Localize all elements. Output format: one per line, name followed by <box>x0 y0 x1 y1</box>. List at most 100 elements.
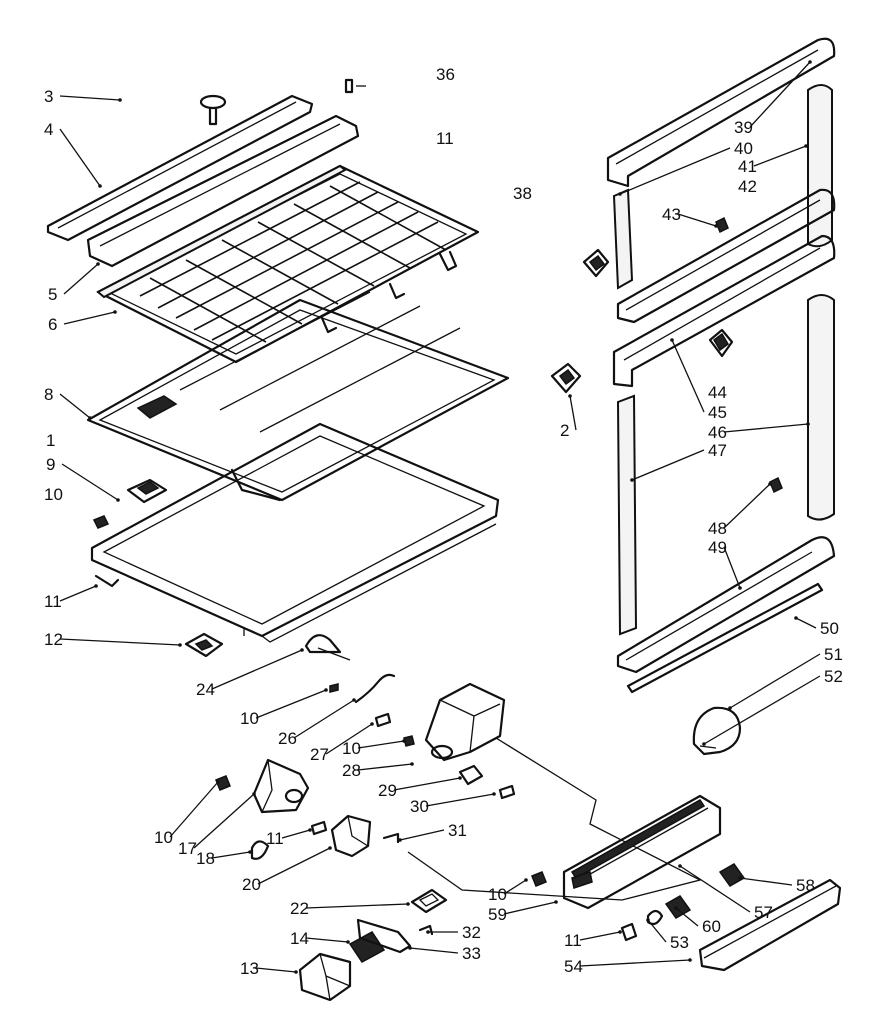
callout-label-c40: 40 <box>734 139 753 158</box>
leader-line-c28 <box>357 763 413 771</box>
leader-tip-c33 <box>408 946 412 950</box>
leader-tip-c11d <box>618 930 622 934</box>
leader-tip-c57 <box>678 864 682 868</box>
callout-label-c44: 44 <box>708 383 727 402</box>
callout-label-c3: 3 <box>44 87 53 106</box>
roller-part-58 <box>718 863 746 887</box>
callout-label-c50: 50 <box>820 619 839 638</box>
leader-tip-c22 <box>406 902 410 906</box>
leader-line-c39 <box>749 61 811 128</box>
fresh-food-gasket-right <box>807 294 835 521</box>
callout-label-c39: 39 <box>734 118 753 137</box>
leader-tip-c49 <box>738 586 742 590</box>
leader-tip-c27 <box>370 722 374 726</box>
leader-tip-c59 <box>554 900 558 904</box>
callout-label-c4: 4 <box>44 120 53 139</box>
toe-grille-54 <box>698 878 842 972</box>
leader-tip-c24 <box>300 648 304 652</box>
leader-line-c49 <box>723 546 741 589</box>
leader-line-c41 <box>753 145 807 167</box>
callout-label-c11b: 11 <box>44 592 62 611</box>
screw-part-3 <box>199 94 227 126</box>
leader-line-c13 <box>255 967 297 973</box>
callout-label-c2: 2 <box>560 421 569 440</box>
leader-tip-c2 <box>568 394 572 398</box>
leader-tip-c3 <box>118 98 122 102</box>
callout-label-c10d: 10 <box>154 828 173 847</box>
callout-label-c27: 27 <box>310 745 329 764</box>
leader-tip-c11c <box>308 828 312 832</box>
callout-label-c45: 45 <box>708 403 727 422</box>
callout-label-c10c: 10 <box>342 739 361 758</box>
leader-line-c14 <box>305 937 349 943</box>
callout-label-c11c: 11 <box>266 829 284 848</box>
callout-label-c18: 18 <box>196 849 215 868</box>
light-switch-part-9 <box>126 478 168 504</box>
leader-line-c11c <box>281 829 311 839</box>
leader-tip-c51 <box>728 706 732 710</box>
leader-line-c11b <box>59 585 97 602</box>
leader-tip-c52 <box>702 742 706 746</box>
breaker-strip-50 <box>626 582 824 694</box>
shelf-support-44 <box>708 328 734 358</box>
leader-line-c10e <box>503 879 527 895</box>
callout-label-c10a: 10 <box>44 485 63 504</box>
leader-line-c27 <box>325 723 373 755</box>
leader-tip-c10e <box>524 878 528 882</box>
fresh-food-door-liner-top <box>612 234 836 388</box>
leader-tip-c10d <box>216 780 220 784</box>
leader-line-c50 <box>795 617 817 629</box>
leader-line-c60 <box>675 907 699 927</box>
bottom-liner-frame <box>90 422 500 643</box>
callout-label-c31: 31 <box>448 821 467 840</box>
top-trim-strip <box>46 94 314 242</box>
leader-tip-c10b <box>324 688 328 692</box>
leader-tip-c28 <box>410 762 414 766</box>
callout-label-c12: 12 <box>44 630 63 649</box>
leader-line-c5 <box>63 263 99 295</box>
callout-label-c10e: 10 <box>488 885 507 904</box>
leader-line-c30 <box>425 793 495 807</box>
leader-line-c10c <box>357 740 405 749</box>
callout-label-c28: 28 <box>342 761 361 780</box>
leader-tip-c14 <box>346 940 350 944</box>
freezer-door-liner-trim <box>606 37 836 188</box>
callout-label-c13: 13 <box>240 959 259 978</box>
base-grille-57 <box>562 794 722 910</box>
leader-tip-c41 <box>804 144 808 148</box>
callout-label-c47: 47 <box>708 441 727 460</box>
leader-tip-c5 <box>96 262 100 266</box>
callout-label-c33: 33 <box>462 944 481 963</box>
leader-tip-c10c <box>402 739 406 743</box>
callout-label-c24: 24 <box>196 680 215 699</box>
leader-line-c53 <box>647 919 667 943</box>
leader-line-c33 <box>409 947 459 954</box>
leader-line-c59 <box>503 901 557 915</box>
leader-line-c24 <box>211 649 303 690</box>
leader-line-c10d <box>169 781 219 838</box>
clip-part-36 <box>344 78 366 94</box>
callout-label-c58: 58 <box>796 876 815 895</box>
leader-line-c46 <box>723 423 809 433</box>
leader-tip-c46 <box>806 422 810 426</box>
clip-part-18 <box>250 840 270 860</box>
leader-line-c31 <box>399 829 445 841</box>
leader-tip-c50 <box>794 616 798 620</box>
callout-label-c22: 22 <box>290 899 309 918</box>
leader-tip-c26 <box>352 698 356 702</box>
damper-knob-24 <box>304 634 351 661</box>
callout-label-c14: 14 <box>290 929 309 948</box>
leader-line-c12 <box>59 638 181 646</box>
freezer-door-liner-bottom <box>616 188 836 324</box>
callout-label-c17: 17 <box>178 839 197 858</box>
fresh-food-gasket-left <box>616 394 638 636</box>
callout-label-c46: 46 <box>708 423 727 442</box>
callout-label-c1: 1 <box>46 431 55 450</box>
leader-line-c9 <box>61 463 119 501</box>
leader-tip-c48 <box>768 482 772 486</box>
leader-line-c11d <box>579 931 621 941</box>
screw-part-11-base <box>620 922 638 942</box>
callout-label-c38: 38 <box>513 184 532 203</box>
freezer-door-gasket-left <box>612 188 634 290</box>
